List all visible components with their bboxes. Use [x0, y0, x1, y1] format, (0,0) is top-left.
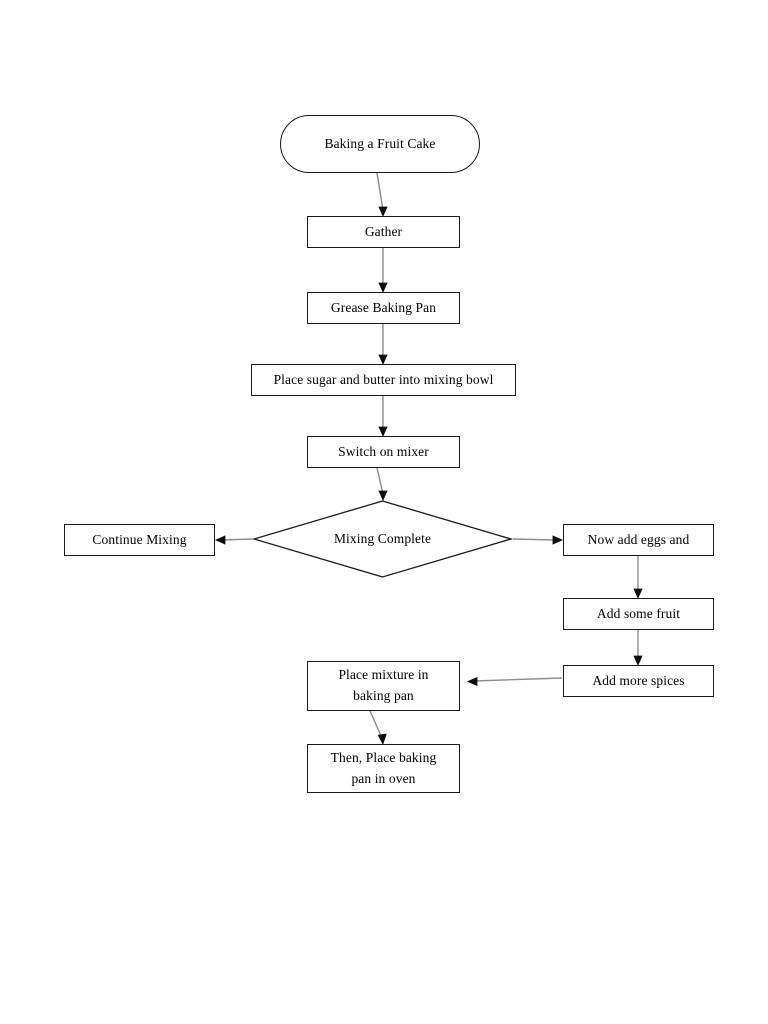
edge-place-mixture-to-place-in-oven [369, 710, 387, 745]
node-switch-on-mixer[interactable]: Switch on mixer [307, 436, 460, 468]
node-place-baking-pan-in-oven[interactable]: Then, Place baking pan in oven [307, 744, 460, 793]
node-place-sugar-and-butter-label: Place sugar and butter into mixing bowl [273, 371, 494, 387]
node-now-add-eggs-label: Now add eggs and [587, 531, 690, 547]
node-add-more-spices-label: Add more spices [592, 672, 685, 688]
node-switch-on-mixer-label: Switch on mixer [338, 443, 429, 459]
node-place-sugar-and-butter[interactable]: Place sugar and butter into mixing bowl [251, 364, 516, 396]
node-gather[interactable]: Gather [307, 216, 460, 248]
node-continue-mixing-label: Continue Mixing [92, 531, 187, 547]
node-place-baking-pan-in-oven-label: Then, Place baking pan in oven [330, 749, 437, 786]
node-now-add-eggs[interactable]: Now add eggs and [563, 524, 714, 556]
node-add-some-fruit-label: Add some fruit [596, 605, 681, 621]
diamond-shape [251, 500, 514, 578]
edge-switch-mixer-to-mixing-complete [376, 467, 388, 501]
edge-start-to-gather [376, 172, 388, 217]
node-add-some-fruit[interactable]: Add some fruit [563, 598, 714, 630]
node-gather-label: Gather [364, 223, 403, 239]
edge-mixing-complete-to-add-eggs [512, 535, 563, 545]
node-grease-baking-pan[interactable]: Grease Baking Pan [307, 292, 460, 324]
node-grease-baking-pan-label: Grease Baking Pan [330, 299, 437, 315]
edge-grease-to-place-sugar [378, 324, 388, 365]
edge-place-sugar-to-switch-mixer [378, 396, 388, 437]
node-place-mixture-in-baking-pan[interactable]: Place mixture in baking pan [307, 661, 460, 711]
node-start[interactable]: Baking a Fruit Cake [280, 115, 480, 173]
node-continue-mixing[interactable]: Continue Mixing [64, 524, 215, 556]
edge-add-spices-to-place-mixture [467, 676, 563, 687]
node-start-label: Baking a Fruit Cake [324, 135, 436, 151]
edge-mixing-complete-to-continue-mixing [215, 535, 253, 545]
node-mixing-complete-label: Mixing Complete [333, 531, 432, 546]
node-add-more-spices[interactable]: Add more spices [563, 665, 714, 697]
edge-gather-to-grease [378, 248, 388, 293]
edge-add-eggs-to-add-fruit [633, 556, 643, 599]
node-place-mixture-in-baking-pan-label: Place mixture in baking pan [338, 667, 429, 703]
edge-add-fruit-to-add-spices [633, 630, 643, 666]
node-mixing-complete[interactable]: Mixing Complete [251, 500, 514, 578]
